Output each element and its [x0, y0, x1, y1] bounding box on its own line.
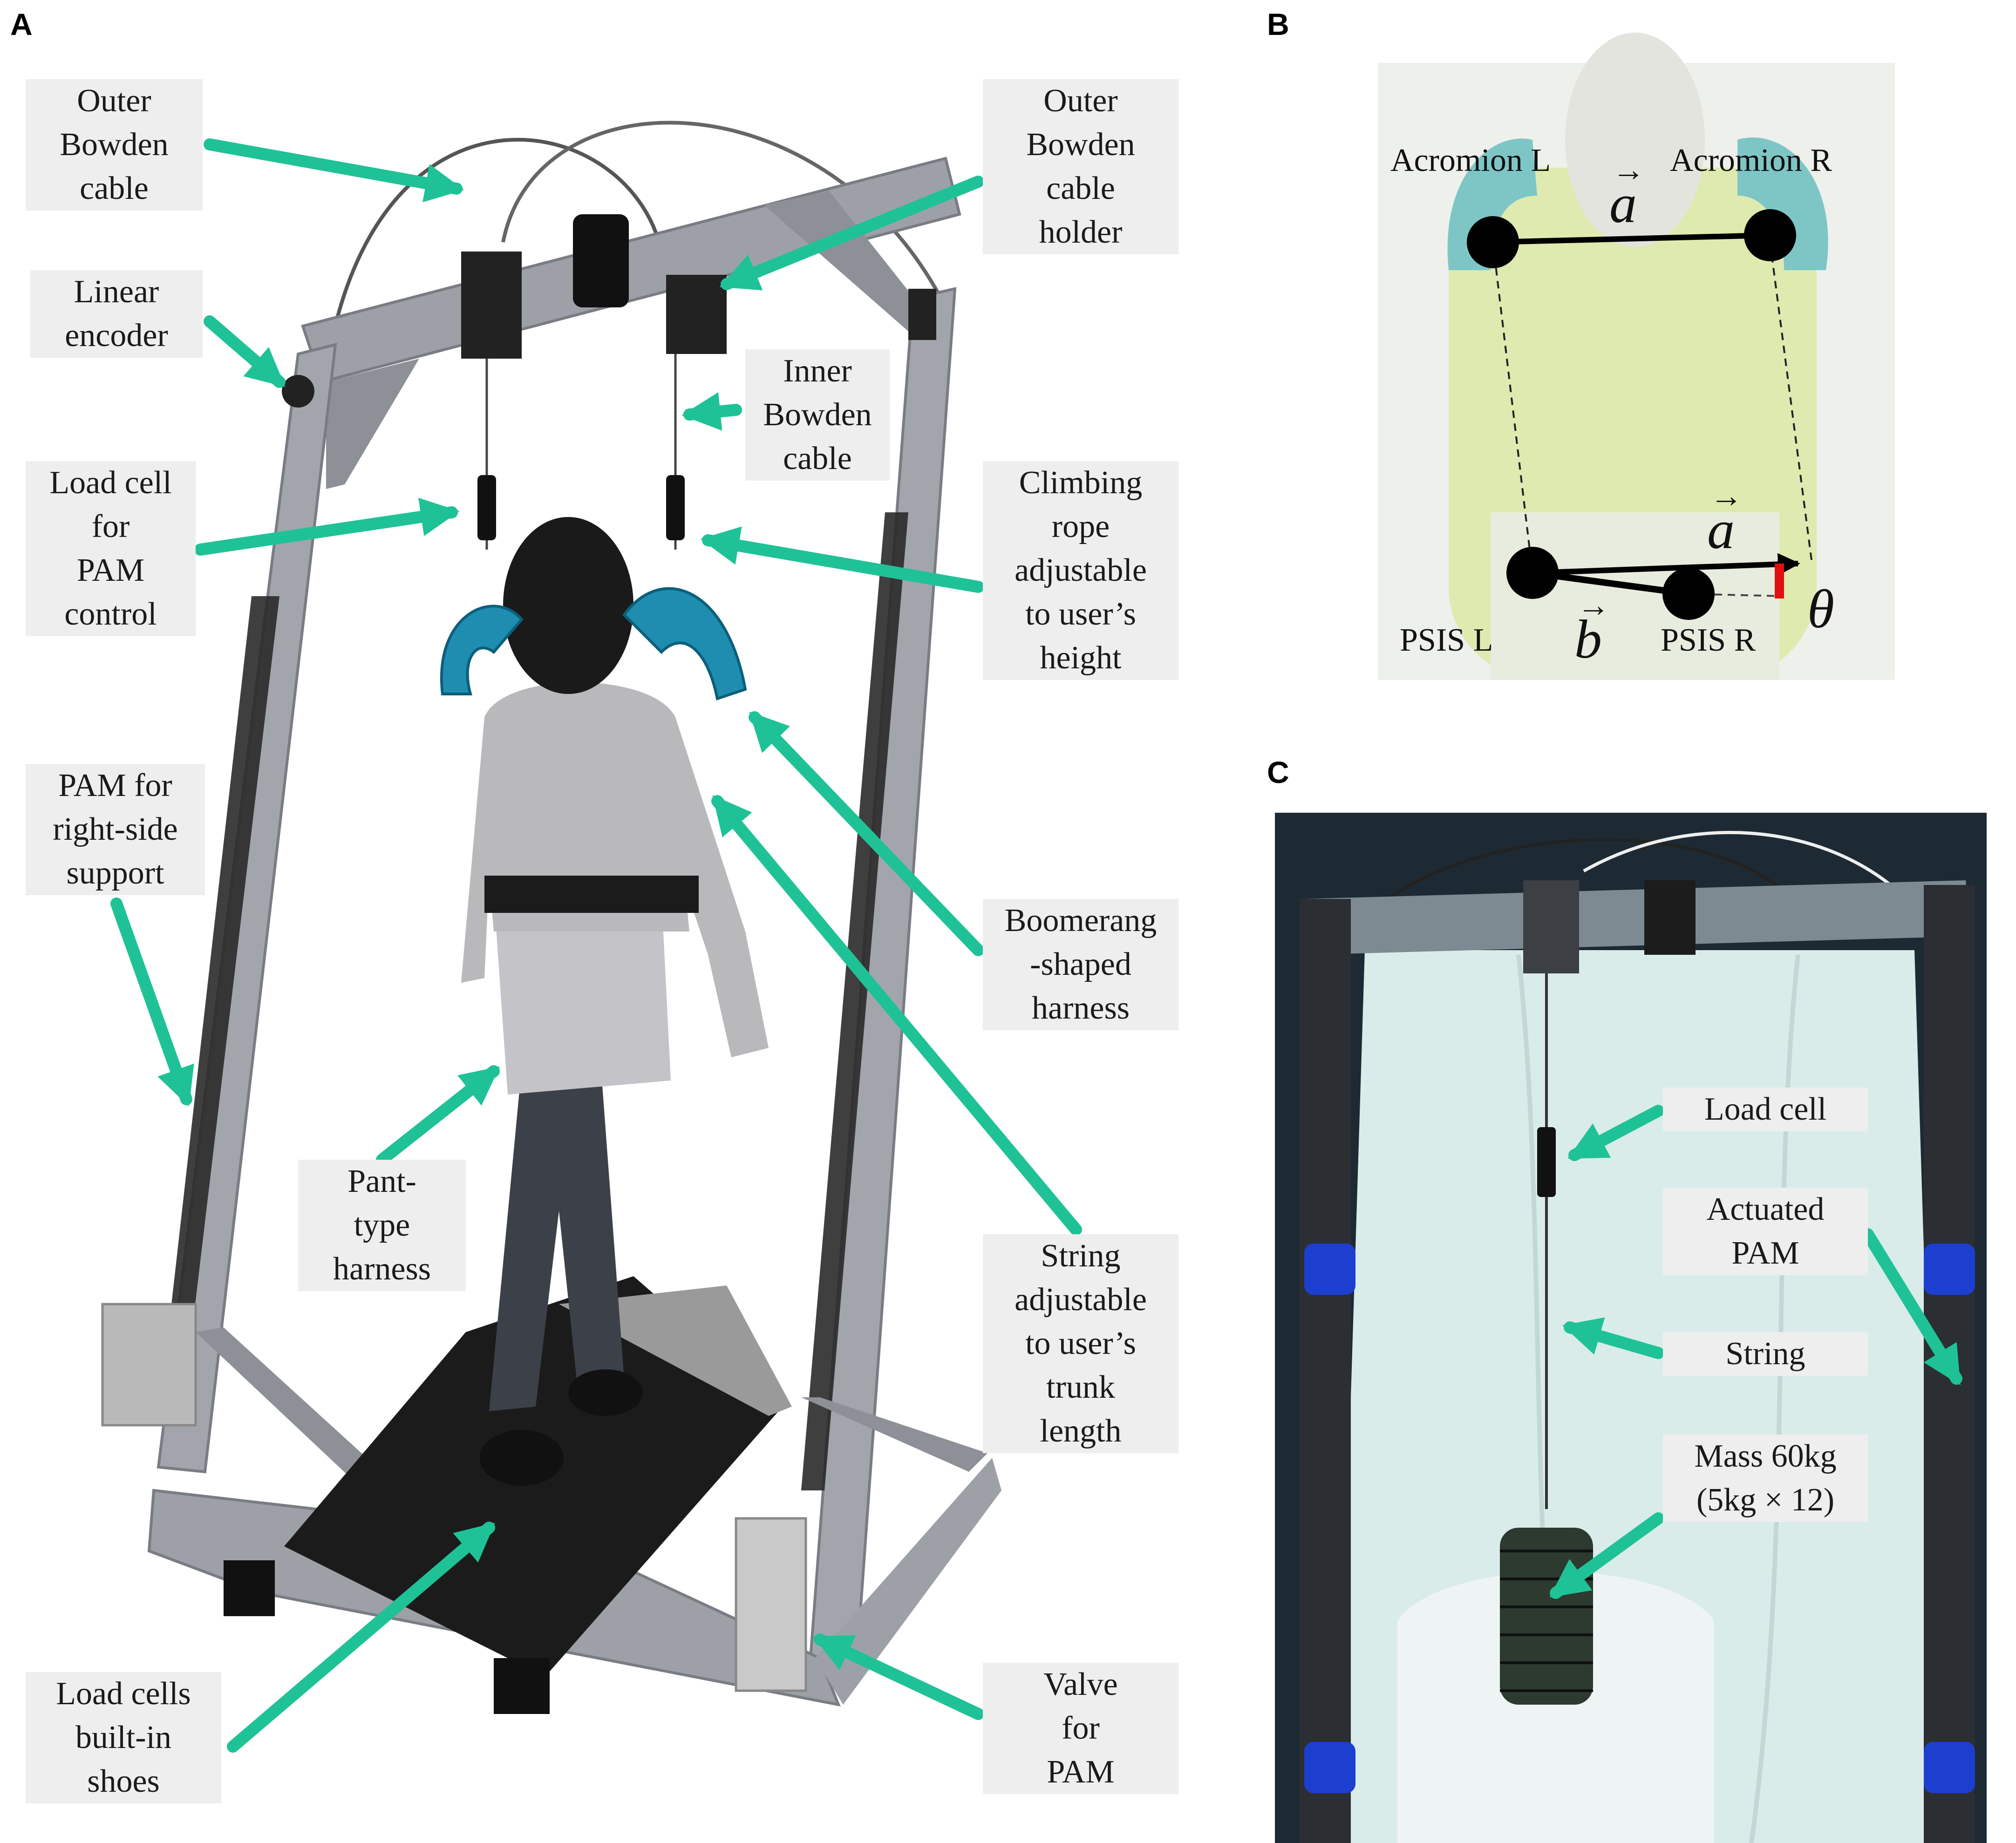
arrow-string-c: [1562, 1317, 1664, 1359]
label-inner-bowden-cable: Inner Bowden cable: [745, 349, 890, 481]
label-psis-r: PSIS R: [1661, 622, 1756, 658]
load-cell-device: [477, 475, 496, 540]
psis-r-dot: [1662, 568, 1715, 620]
label-load-cell-c: Load cell: [1663, 1088, 1868, 1131]
label-pam-right-support: PAM for right-side support: [26, 764, 205, 895]
arrow-valve-pam: [812, 1633, 984, 1720]
arrow-boomerang-harness: [749, 711, 984, 956]
label-pant-harness: Pant- type harness: [298, 1160, 466, 1291]
panel-c-photo: [1275, 813, 1987, 1843]
panel-a-photo: [101, 121, 1001, 1714]
annotation-arrows: [110, 138, 1962, 1753]
frame-top-c: [1304, 880, 1970, 955]
mass-stack: [1500, 1528, 1593, 1705]
arrow-inner-bowden-cable: [681, 392, 742, 431]
panel-letter-c: C: [1267, 755, 1289, 789]
waist-belt: [484, 876, 699, 913]
arrow-pam-right: [110, 898, 194, 1107]
arrow-climbing-rope: [700, 526, 984, 593]
arrow-mass: [1549, 1512, 1664, 1599]
frame-left-post-c: [1300, 899, 1351, 1843]
label-load-cells-shoes: Load cells built-in shoes: [26, 1672, 221, 1803]
arrow-outer-bowden-holder: [719, 176, 984, 291]
label-vector-b: →b: [1574, 588, 1610, 670]
label-outer-bowden-cable: Outer Bowden cable: [26, 79, 203, 211]
label-psis-l: PSIS L: [1400, 622, 1493, 658]
arrow-pant-harness: [376, 1065, 500, 1166]
person-head: [503, 517, 633, 694]
arrow-actuated-pam: [1862, 1228, 1962, 1386]
arrow-outer-bowden-cable: [204, 138, 464, 203]
arrow-load-cell-c: [1567, 1105, 1664, 1161]
person-legs: [489, 1067, 624, 1411]
label-acromion-l: Acromion L: [1390, 143, 1551, 178]
arrow-load-cell-pam: [194, 497, 460, 556]
vector-b: [1532, 570, 1689, 597]
boomerang-harness-left: [440, 605, 524, 695]
panel-letter-b: B: [1267, 7, 1289, 41]
table: [1397, 1572, 1714, 1843]
pulley-box-right: [666, 275, 727, 354]
label-actuated-pam: Actuated PAM: [1663, 1188, 1868, 1275]
person-pants-harness: [494, 894, 671, 1095]
label-load-cell-pam: Load cell for PAM control: [26, 461, 196, 636]
label-string-c: String: [1663, 1332, 1868, 1376]
shoulder-harness-right: [1737, 137, 1828, 270]
arrow-linear-encoder: [204, 315, 286, 388]
outer-bowden-cable-left: [320, 138, 663, 410]
valve-box: [735, 1517, 807, 1692]
linear-encoder-device: [282, 375, 314, 408]
label-outer-bowden-holder: Outer Bowden cable holder: [983, 79, 1178, 254]
label-acromion-r: Acromion R: [1670, 143, 1832, 178]
label-string-trunk: String adjustable to user’s trunk length: [983, 1234, 1178, 1453]
vector-a-shoulders: [1492, 232, 1771, 245]
label-angle-theta: θ: [1807, 578, 1834, 639]
label-linear-encoder: Linear encoder: [30, 270, 203, 358]
panel-letter-a: A: [10, 7, 33, 41]
label-boomerang-harness: Boomerang -shaped harness: [983, 899, 1178, 1030]
acromion-l-dot: [1467, 216, 1519, 268]
load-cell-c: [1537, 1127, 1556, 1197]
acromion-r-dot: [1744, 209, 1796, 261]
label-mass: Mass 60kg (5kg × 12): [1663, 1435, 1868, 1522]
label-vector-a-bottom: →a: [1707, 478, 1743, 560]
label-vector-a-top: →a: [1609, 152, 1645, 234]
psis-l-dot: [1506, 547, 1559, 599]
label-valve-pam: Valve for PAM: [983, 1663, 1178, 1794]
arrow-load-cells-shoes: [227, 1522, 495, 1753]
boomerang-harness-right: [622, 587, 747, 700]
pulley-box-left: [461, 252, 522, 359]
vector-a-pelvis: [1532, 553, 1800, 576]
panel-b-diagram: [1378, 33, 1895, 680]
arrow-string-trunk: [711, 795, 1082, 1236]
person-torso: [461, 682, 769, 1057]
label-climbing-rope: Climbing rope adjustable to user’s heigh…: [983, 461, 1178, 680]
